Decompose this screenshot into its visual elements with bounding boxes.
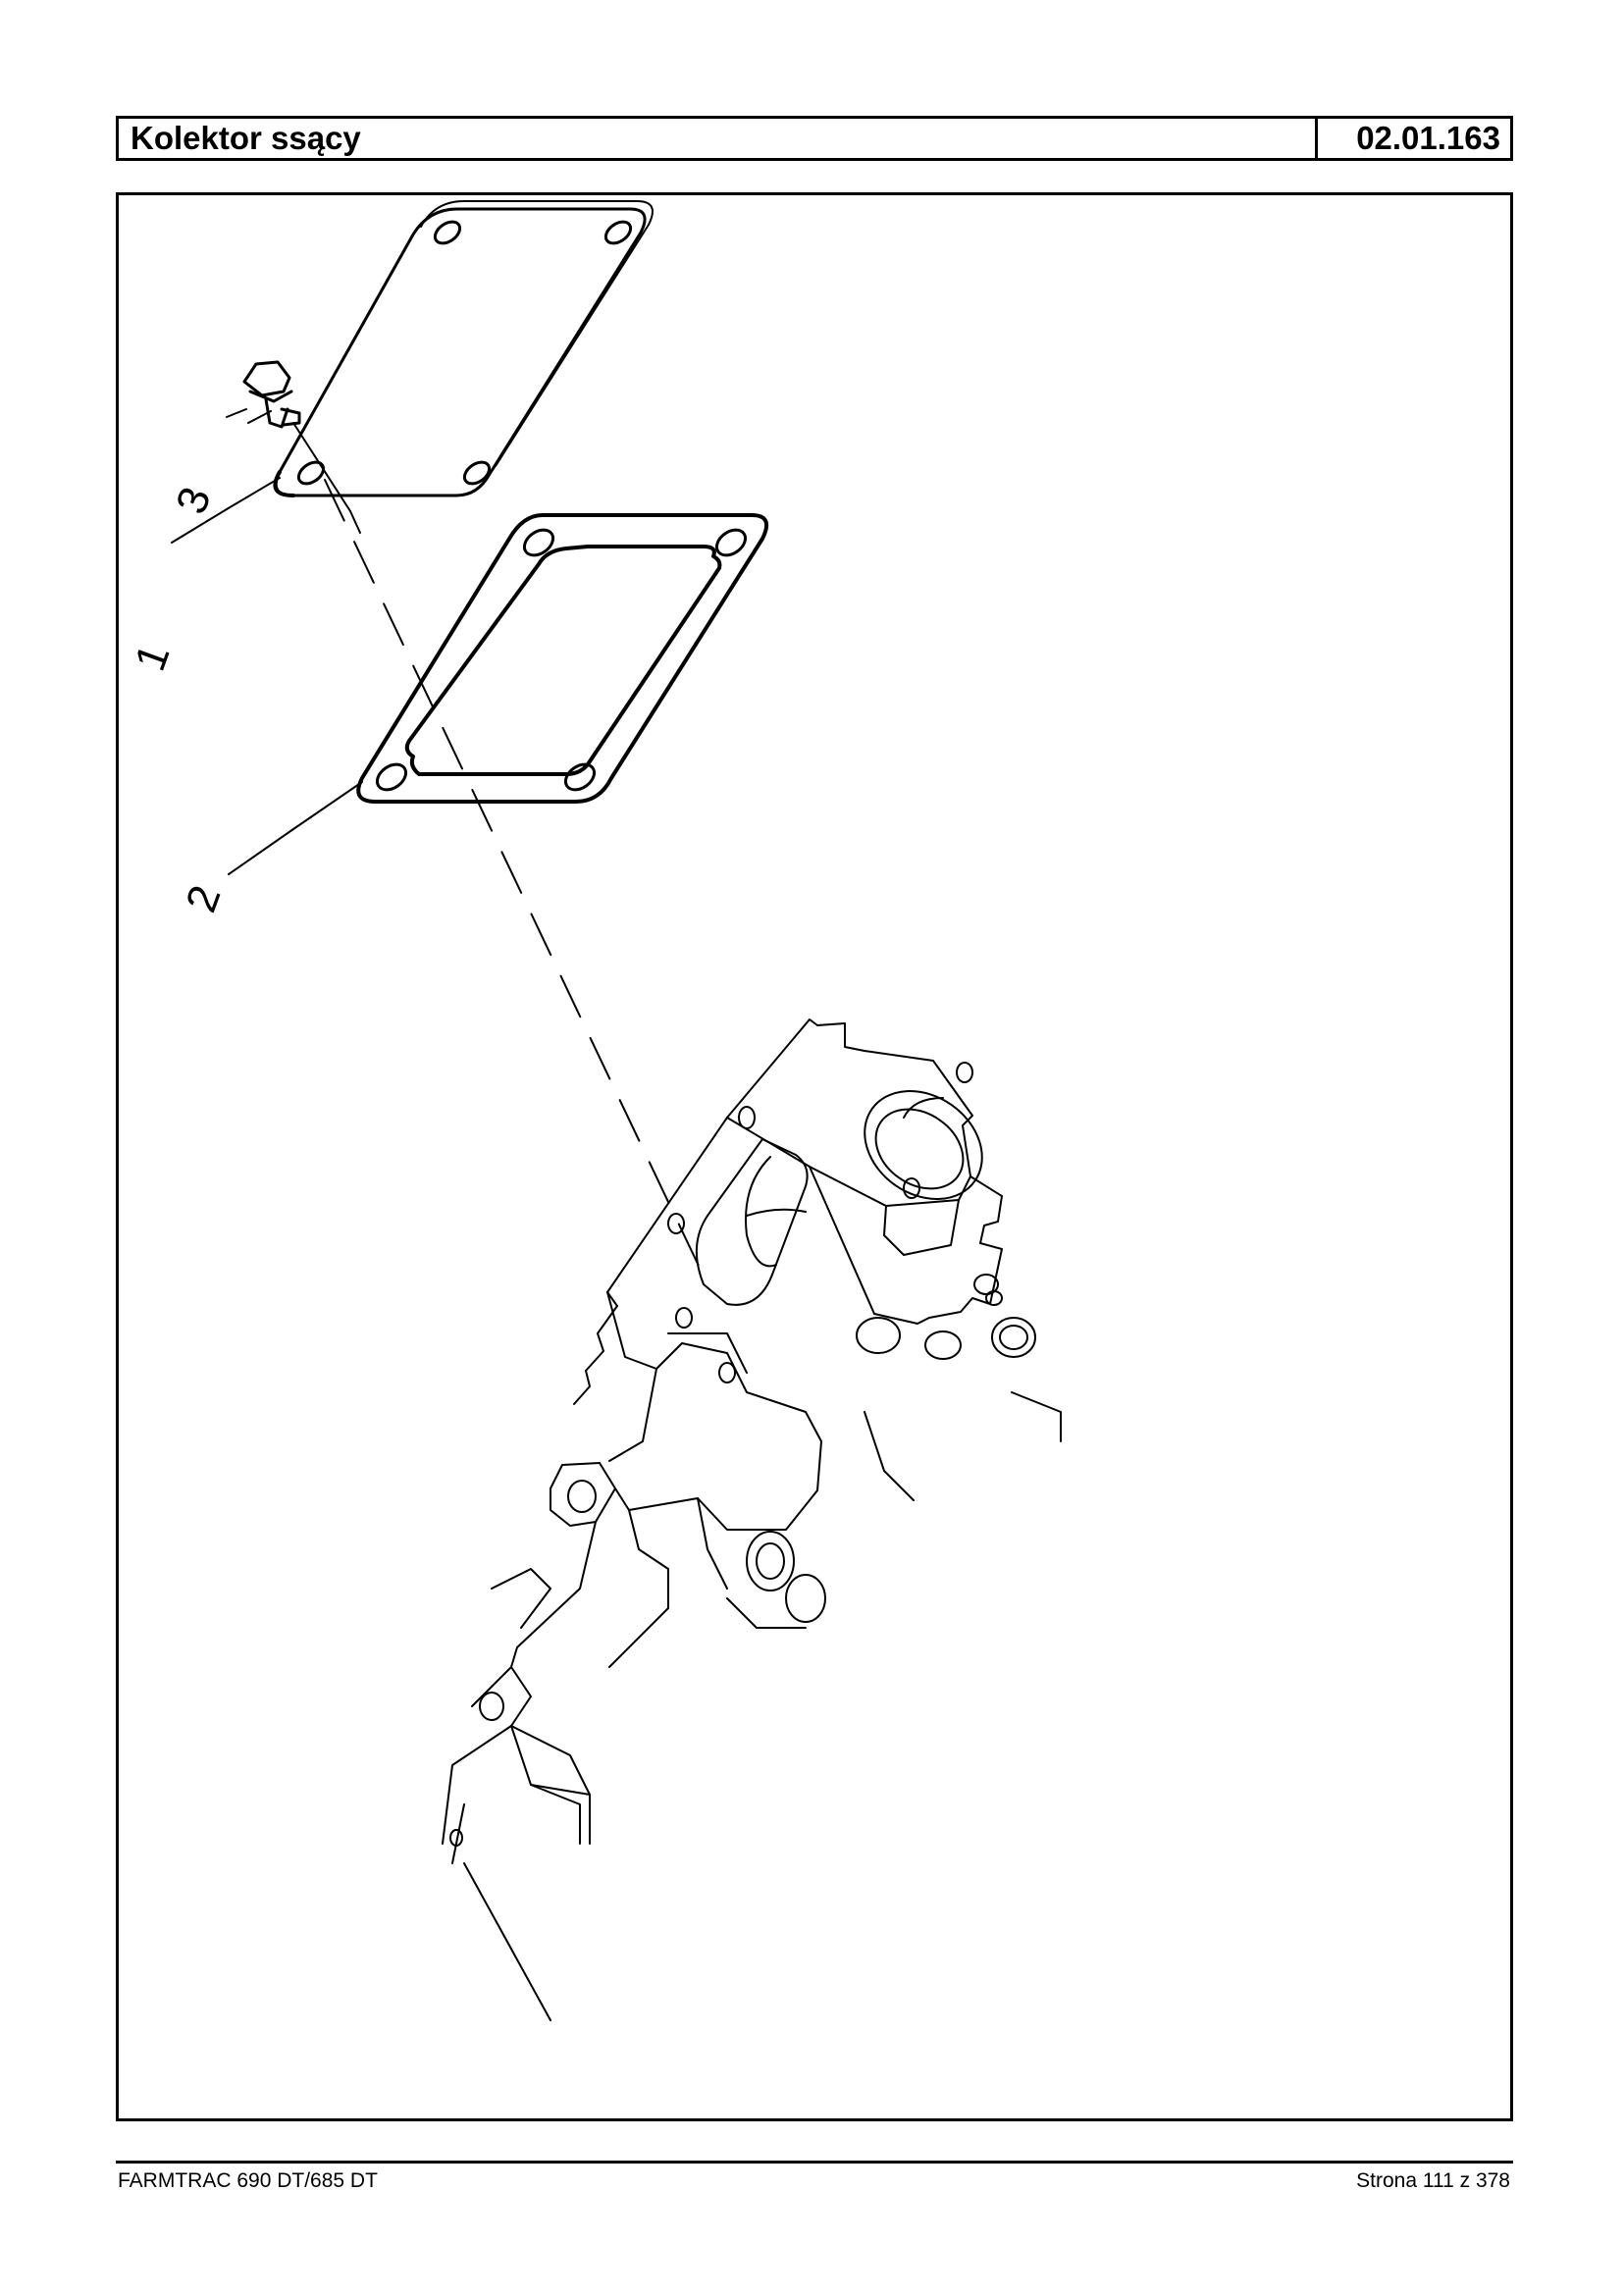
exploded-view-figure: 3 1 2 — [116, 192, 1513, 2121]
callout-2: 2 — [177, 879, 230, 918]
footer-divider — [116, 2161, 1513, 2164]
page-header: Kolektor ssący 02.01.163 — [116, 116, 1513, 161]
footer-page-number: Strona 111 z 378 — [1356, 2169, 1510, 2192]
callout-3: 3 — [167, 481, 220, 520]
gasket — [356, 513, 769, 804]
section-code: 02.01.163 — [1356, 120, 1500, 156]
exploded-view-drawing: 3 1 2 — [126, 200, 1062, 2021]
bolt — [242, 360, 351, 512]
page-title: Kolektor ssący — [119, 119, 1318, 158]
engine-block — [442, 1018, 1062, 2021]
callout-1: 1 — [126, 638, 179, 677]
cover-plate — [273, 200, 654, 497]
footer-model: FARMTRAC 690 DT/685 DT — [118, 2169, 378, 2192]
